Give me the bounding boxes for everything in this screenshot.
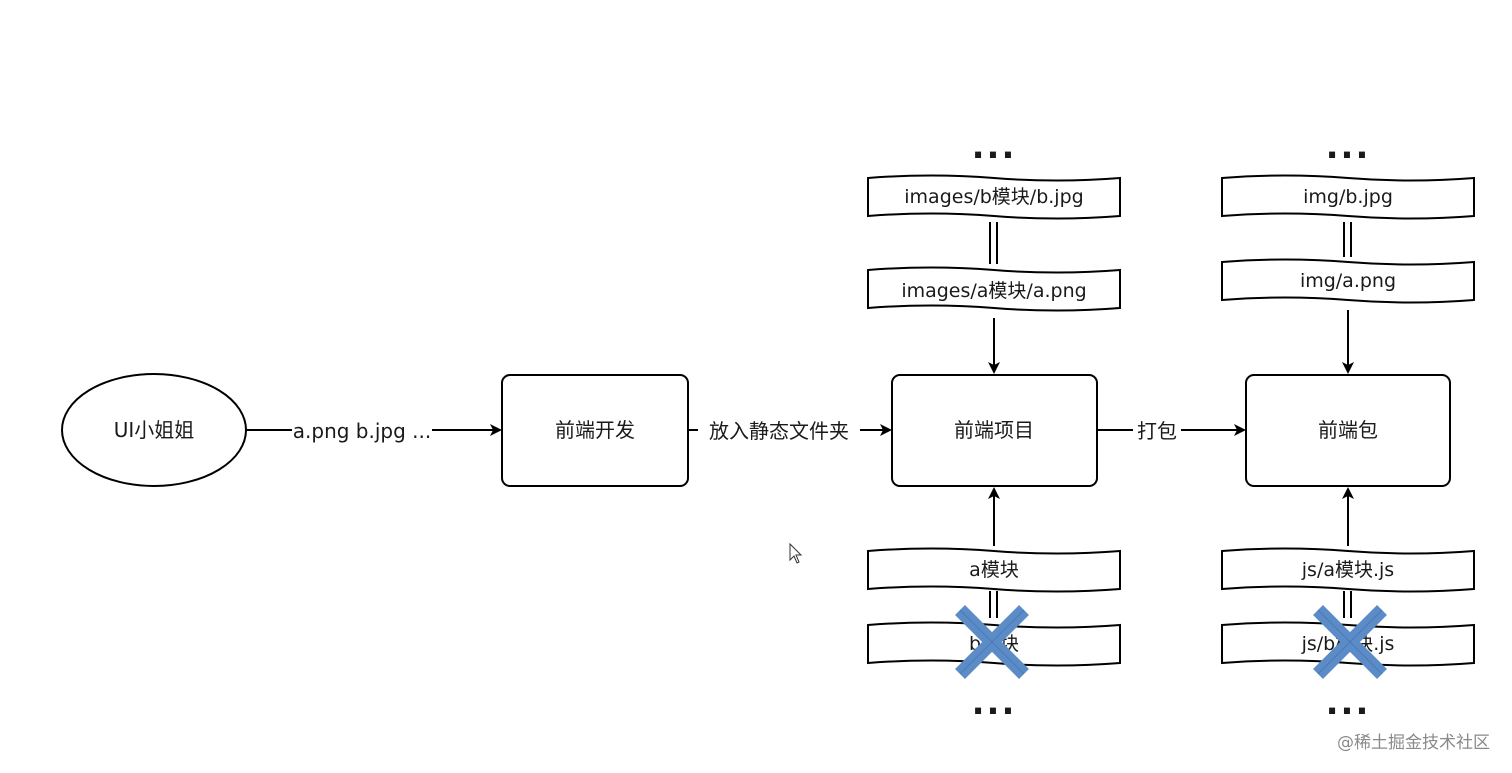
package-images-bottom-label: img/a.png	[1300, 270, 1396, 292]
project-modules-stack: a模块 b模块 ...	[867, 487, 1121, 723]
project-modules-ellipsis: ...	[972, 683, 1017, 723]
package-modules-top-label: js/a模块.js	[1301, 559, 1394, 581]
x-mark-icon	[1313, 605, 1387, 679]
package-images-ellipsis: ...	[1326, 127, 1371, 167]
edge-assets: a.png b.jpg ...	[246, 419, 502, 443]
edge-assets-label: a.png b.jpg ...	[293, 419, 431, 443]
edge-bundle: 打包	[1097, 419, 1246, 443]
node-frontend-project-label: 前端项目	[954, 418, 1034, 442]
mouse-pointer-icon	[789, 542, 803, 564]
x-mark-icon	[955, 605, 1029, 679]
node-frontend-dev: 前端开发	[501, 374, 689, 487]
node-frontend-package: 前端包	[1245, 374, 1451, 487]
edge-bundle-label: 打包	[1137, 419, 1177, 443]
node-frontend-project: 前端项目	[891, 374, 1098, 487]
project-images-ellipsis: ...	[972, 127, 1017, 167]
package-modules-stack: js/a模块.js js/b模块.js ...	[1221, 487, 1475, 723]
edge-put-in-static: 放入静态文件夹	[688, 419, 892, 443]
project-modules-top-label: a模块	[969, 559, 1019, 581]
edge-put-in-static-label: 放入静态文件夹	[709, 419, 849, 443]
node-ui-designer: UI小姐姐	[61, 373, 247, 487]
package-images-stack: ... img/b.jpg img/a.png	[1221, 127, 1475, 374]
package-images-top-label: img/b.jpg	[1303, 186, 1393, 208]
node-frontend-package-label: 前端包	[1318, 418, 1378, 442]
node-ui-designer-label: UI小姐姐	[114, 418, 195, 442]
watermark: @稀土掘金技术社区	[1337, 733, 1490, 753]
project-images-top-label: images/b模块/b.jpg	[904, 186, 1083, 208]
package-modules-ellipsis: ...	[1326, 683, 1371, 723]
project-images-stack: ... images/b模块/b.jpg images/a模块/a.png	[867, 127, 1121, 374]
project-images-bottom-label: images/a模块/a.png	[901, 280, 1086, 302]
node-frontend-dev-label: 前端开发	[555, 418, 635, 442]
